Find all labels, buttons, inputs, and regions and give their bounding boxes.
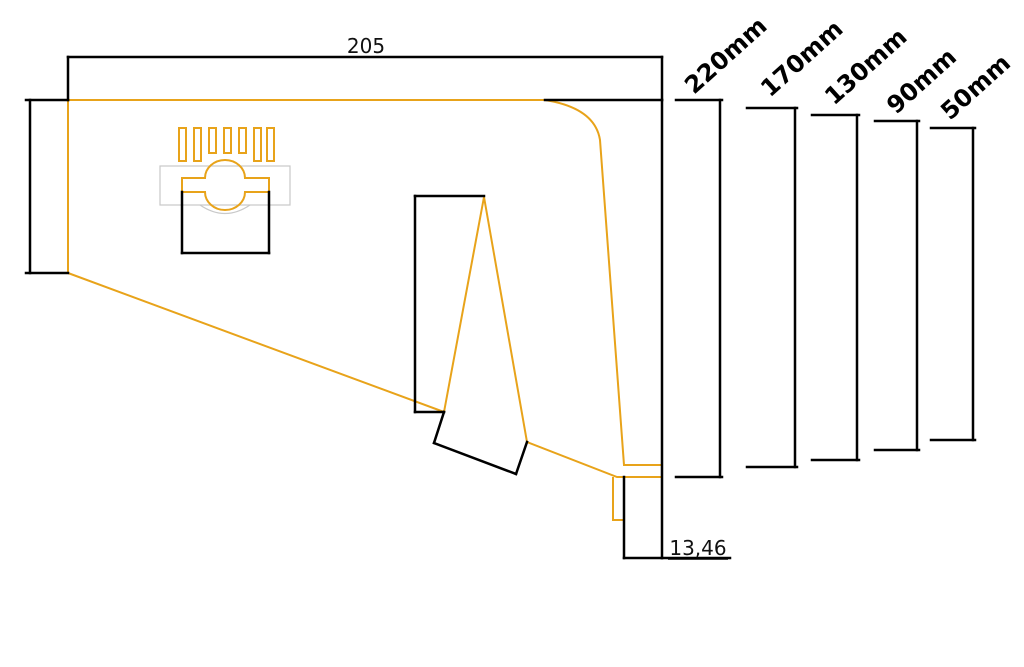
ghost-clamp-outline (159, 165, 291, 215)
vent-slots (178, 127, 275, 162)
height-bar-170 (745, 106, 799, 469)
part-profile (67, 99, 663, 478)
height-bar-130 (810, 113, 861, 462)
height-bar-50 (929, 126, 977, 442)
part-outline (67, 99, 663, 521)
dimension-lines (24, 55, 977, 560)
bottom-tab (612, 477, 625, 521)
clamp-cutout (181, 159, 270, 211)
height-bar-90 (873, 119, 921, 452)
offset-dimension-label: 13,46 (669, 536, 726, 560)
width-dimension-label: 205 (347, 34, 385, 58)
height-bar-220 (674, 98, 724, 479)
